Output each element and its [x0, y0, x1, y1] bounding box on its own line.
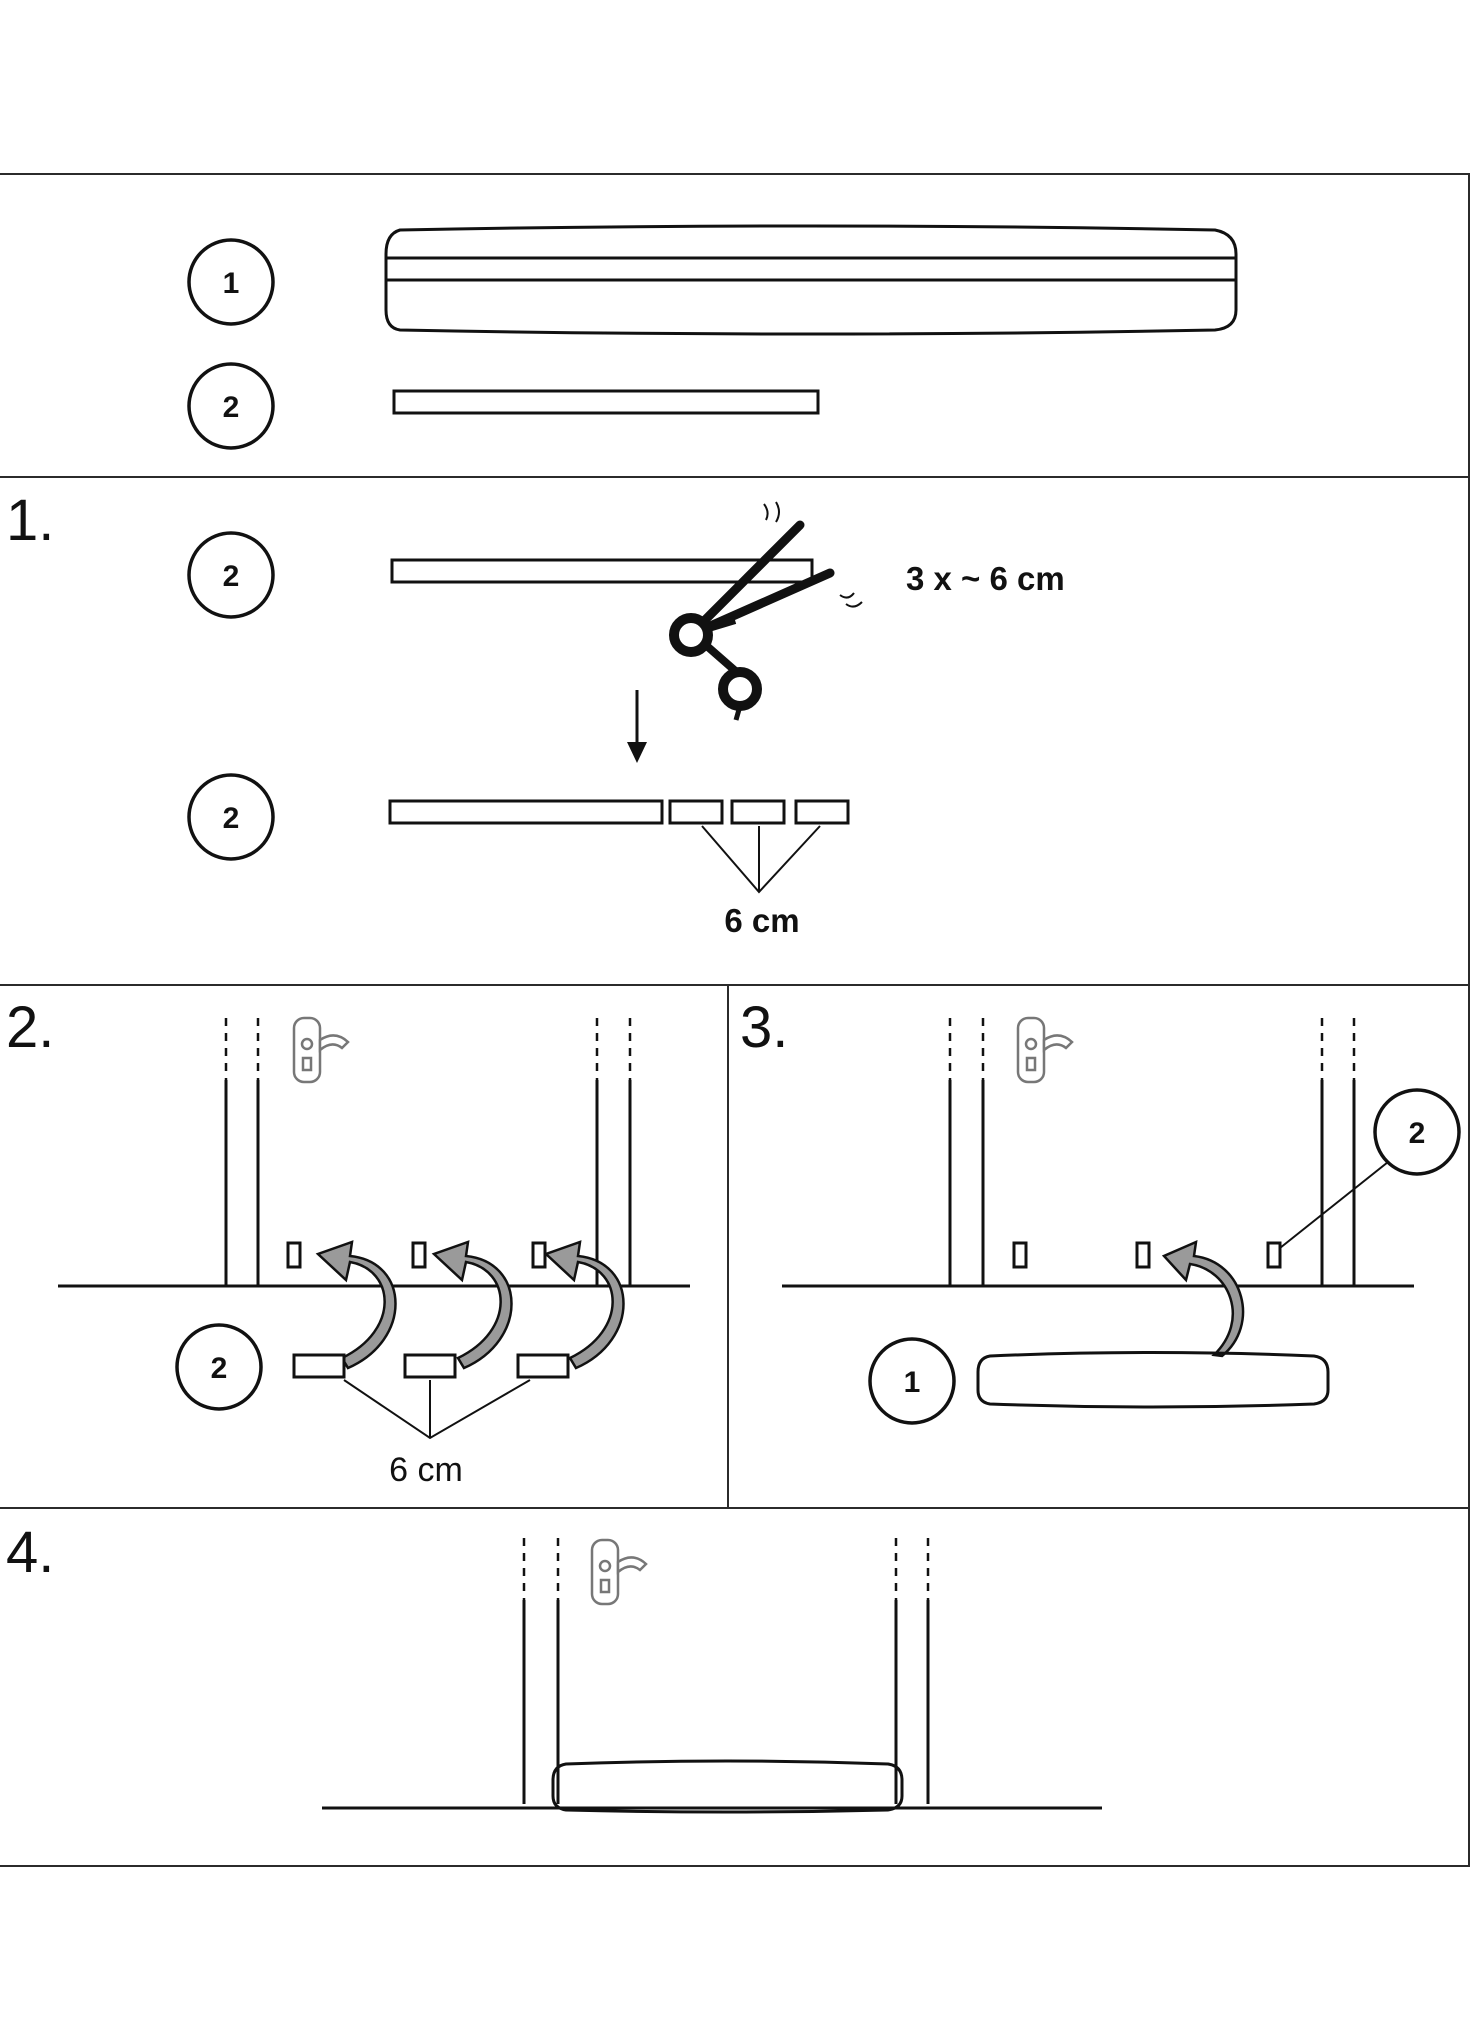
step-3-ref-pillow: 1	[904, 1366, 921, 1399]
cut-note: 3 x ~ 6 cm	[906, 560, 1065, 597]
draught-pillow	[551, 1759, 904, 1814]
step-1-piece-length: 6 cm	[724, 902, 799, 939]
adhesive-strip	[392, 389, 820, 415]
step-2-ref-badge	[175, 1323, 263, 1411]
part-1-badge	[187, 238, 275, 326]
part-2-number: 2	[223, 391, 240, 424]
step-1-ref-top-badge	[187, 531, 275, 619]
step-2-label: 2.	[6, 995, 54, 1060]
strip-piece-2	[730, 799, 786, 825]
panel-frames	[0, 173, 1470, 1867]
applied-piece-2	[1135, 1241, 1151, 1269]
applied-piece-2	[411, 1241, 427, 1269]
door-handle-icon	[590, 1538, 648, 1606]
applied-piece-3	[1266, 1241, 1282, 1269]
loose-piece-3	[516, 1353, 570, 1379]
applied-piece-1	[1012, 1241, 1028, 1269]
step-3-panel: 3. 2 1	[740, 995, 1461, 1425]
door-frame	[522, 1538, 930, 1804]
door-handle-icon	[292, 1016, 350, 1084]
step-4-panel: 4.	[6, 1520, 1102, 1814]
door-frame	[948, 1018, 1356, 1286]
step-3-ref-tape-badge	[1373, 1088, 1461, 1176]
strip-piece-3	[794, 799, 850, 825]
parts-panel: 1 2	[187, 224, 1238, 450]
curved-arrow-icon	[315, 1240, 625, 1370]
step-3-ref-pillow-badge	[868, 1337, 956, 1425]
step-4-label: 4.	[6, 1520, 54, 1585]
step-3-label: 3.	[740, 995, 788, 1060]
step-1-panel: 1. 2 3 x ~ 6 cm 2 6 cm	[6, 488, 1065, 939]
strip-remainder	[388, 799, 664, 825]
strip-piece-1	[668, 799, 724, 825]
loose-piece-2	[403, 1353, 457, 1379]
draught-pillow	[976, 1351, 1330, 1409]
step-2-ref: 2	[211, 1352, 228, 1385]
door-frame	[224, 1018, 632, 1286]
step-1-ref-top: 2	[223, 560, 240, 593]
draught-pillow	[384, 224, 1238, 336]
door-handle-icon	[1016, 1016, 1074, 1084]
part-1-number: 1	[223, 267, 240, 300]
step-1-label: 1.	[6, 488, 54, 553]
step-2-piece-length: 6 cm	[389, 1451, 463, 1489]
step-3-ref-tape: 2	[1409, 1117, 1426, 1150]
loose-piece-1	[292, 1353, 346, 1379]
part-2-badge	[187, 362, 275, 450]
step-2-panel: 2. 2	[6, 995, 690, 1489]
strip-before-cut	[390, 558, 814, 584]
applied-piece-1	[286, 1241, 302, 1269]
scissors-icon	[669, 501, 863, 721]
down-arrow-icon	[627, 690, 647, 763]
step-1-ref-bottom: 2	[223, 802, 240, 835]
curved-arrow-icon	[1161, 1239, 1245, 1358]
step-1-ref-bottom-badge	[187, 773, 275, 861]
applied-piece-3	[531, 1241, 547, 1269]
